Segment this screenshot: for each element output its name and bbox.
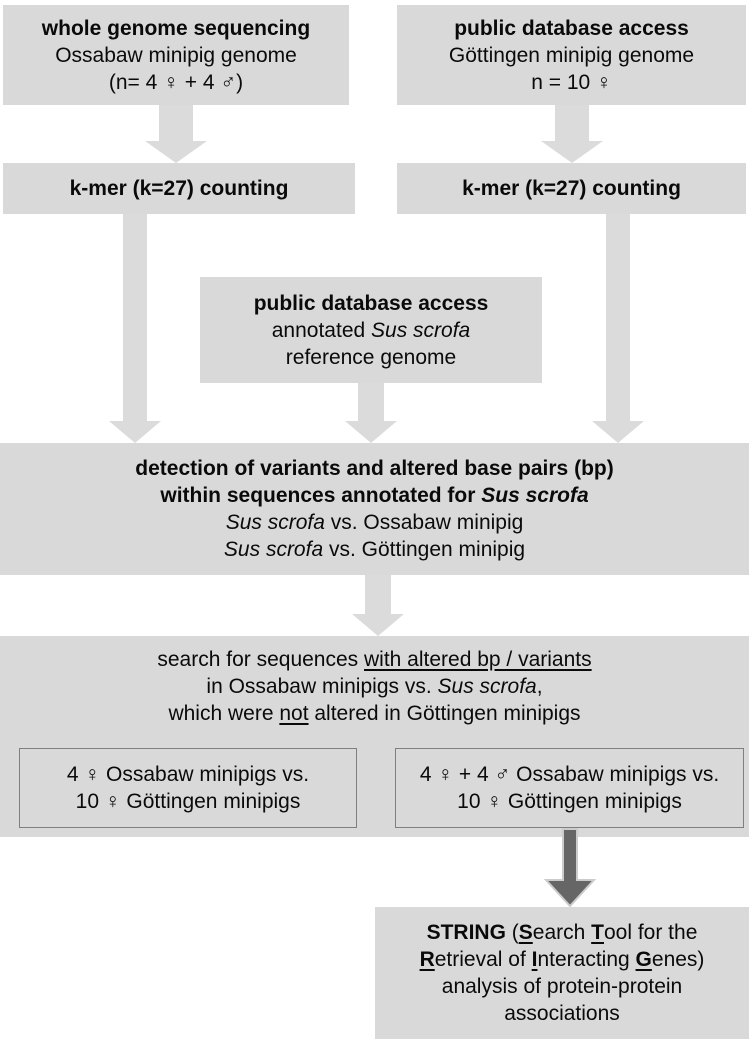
comparison-mixed-box: 4 ♀ + 4 ♂ Ossabaw minipigs vs. 10 ♀ Gött… bbox=[395, 748, 744, 828]
box-line: Göttingen minipig genome bbox=[448, 43, 695, 67]
acronym: STRING bbox=[426, 921, 506, 944]
box-title: whole genome sequencing bbox=[41, 16, 311, 40]
arrow-head bbox=[145, 141, 207, 163]
text-segment: enes) bbox=[651, 948, 705, 971]
arrow-head bbox=[592, 421, 644, 443]
dark-arrow-icon bbox=[543, 828, 597, 908]
acronym-letter: G bbox=[635, 948, 652, 971]
arrow-kmer-right-to-detection-icon bbox=[592, 214, 644, 443]
box-title: public database access bbox=[454, 16, 689, 40]
box-line: in Ossabaw minipigs vs. Sus scrofa, bbox=[0, 673, 749, 700]
arrow-stem bbox=[555, 105, 589, 141]
text-segment: annotated bbox=[271, 318, 372, 342]
arrow-head bbox=[541, 141, 603, 163]
text-segment: which were bbox=[168, 702, 280, 725]
variant-detection-box: detection of variants and altered base p… bbox=[0, 443, 749, 575]
arrow-head bbox=[345, 421, 397, 443]
box-title: public database access bbox=[253, 291, 489, 315]
text-segment: altered in Göttingen minipigs bbox=[308, 702, 581, 725]
kmer-counting-left-box: k-mer (k=27) counting bbox=[3, 163, 355, 214]
arrow-comparison-to-string-icon bbox=[543, 828, 597, 908]
text-segment: ool for the bbox=[603, 921, 698, 944]
text-segment: within sequences annotated for bbox=[160, 484, 482, 507]
text-segment: ( bbox=[505, 921, 519, 944]
box-line: STRING (Search Tool for the bbox=[375, 919, 749, 946]
text-segment: nteracting bbox=[537, 948, 636, 971]
box-line: Sus scrofa vs. Göttingen minipig bbox=[0, 536, 749, 563]
acronym-letter: T bbox=[591, 921, 604, 944]
arrow-head bbox=[352, 614, 404, 636]
box-title: k-mer (k=27) counting bbox=[462, 177, 681, 200]
arrow-kmer-left-to-detection-icon bbox=[109, 214, 161, 443]
text-segment: vs. Göttingen minipig bbox=[323, 538, 526, 561]
box-title: k-mer (k=27) counting bbox=[69, 177, 289, 200]
box-line: Ossabaw minipig genome bbox=[55, 43, 297, 67]
text-segment: , bbox=[536, 675, 543, 698]
box-line: reference genome bbox=[285, 345, 457, 369]
text-segment: in Ossabaw minipigs vs. bbox=[206, 675, 438, 698]
species-name: Sus scrofa bbox=[223, 538, 324, 561]
comparison-female-box: 4 ♀ Ossabaw minipigs vs. 10 ♀ Göttingen … bbox=[19, 748, 357, 828]
arrow-stem bbox=[123, 214, 147, 421]
acronym-letter: S bbox=[518, 921, 533, 944]
species-name: Sus scrofa bbox=[481, 484, 589, 507]
sequence-search-box: search for sequences with altered bp / v… bbox=[0, 636, 749, 837]
wgs-ossabaw-box: whole genome sequencing Ossabaw minipig … bbox=[3, 5, 349, 105]
kmer-counting-right-box: k-mer (k=27) counting bbox=[397, 163, 746, 214]
arrow-db-to-kmer-icon bbox=[541, 105, 603, 163]
arrow-wgs-to-kmer-icon bbox=[145, 105, 207, 163]
species-name: Sus scrofa bbox=[225, 511, 325, 534]
arrow-stem bbox=[365, 575, 391, 614]
box-line: search for sequences with altered bp / v… bbox=[0, 646, 749, 673]
box-line: associations bbox=[504, 1002, 620, 1025]
text-segment: etrieval of bbox=[434, 948, 532, 971]
box-title: within sequences annotated for Sus scrof… bbox=[0, 482, 749, 509]
sample-count: (n= 4 ♀ + 4 ♂) bbox=[108, 70, 244, 94]
box-line: annotated Sus scrofa bbox=[200, 317, 542, 344]
box-line: 4 ♀ Ossabaw minipigs vs. bbox=[66, 763, 310, 786]
box-line: 10 ♀ Göttingen minipigs bbox=[75, 790, 301, 813]
underlined-text: with altered bp / variants bbox=[364, 648, 592, 671]
sus-scrofa-reference-box: public database access annotated Sus scr… bbox=[200, 277, 542, 383]
species-name: Sus scrofa bbox=[371, 318, 471, 342]
arrow-stem bbox=[606, 214, 630, 421]
box-line: 10 ♀ Göttingen minipigs bbox=[457, 790, 682, 813]
box-title: detection of variants and altered base p… bbox=[135, 457, 614, 480]
underlined-text: not bbox=[279, 702, 309, 725]
acronym-letter: R bbox=[419, 948, 435, 971]
arrow-detection-to-search-icon bbox=[352, 575, 404, 636]
acronym-letter: I bbox=[531, 948, 538, 971]
string-analysis-box: STRING (Search Tool for the Retrieval of… bbox=[375, 907, 749, 1039]
box-line: Sus scrofa vs. Ossabaw minipig bbox=[0, 509, 749, 536]
box-line: analysis of protein-protein bbox=[441, 975, 683, 998]
arrow-stem bbox=[159, 105, 193, 141]
sample-count: n = 10 ♀ bbox=[531, 70, 612, 94]
public-db-gottingen-box: public database access Göttingen minipig… bbox=[397, 5, 746, 105]
species-name: Sus scrofa bbox=[437, 675, 537, 698]
arrow-reference-to-detection-icon bbox=[345, 383, 397, 443]
arrow-stem bbox=[358, 383, 384, 421]
box-line: Retrieval of Interacting Genes) bbox=[375, 946, 749, 973]
box-line: which were not altered in Göttingen mini… bbox=[0, 700, 749, 727]
box-line: 4 ♀ + 4 ♂ Ossabaw minipigs vs. bbox=[419, 763, 720, 786]
text-segment: vs. Ossabaw minipig bbox=[324, 511, 524, 534]
text-segment: search for sequences bbox=[157, 648, 364, 671]
arrow-head bbox=[109, 421, 161, 443]
text-segment: earch bbox=[532, 921, 592, 944]
